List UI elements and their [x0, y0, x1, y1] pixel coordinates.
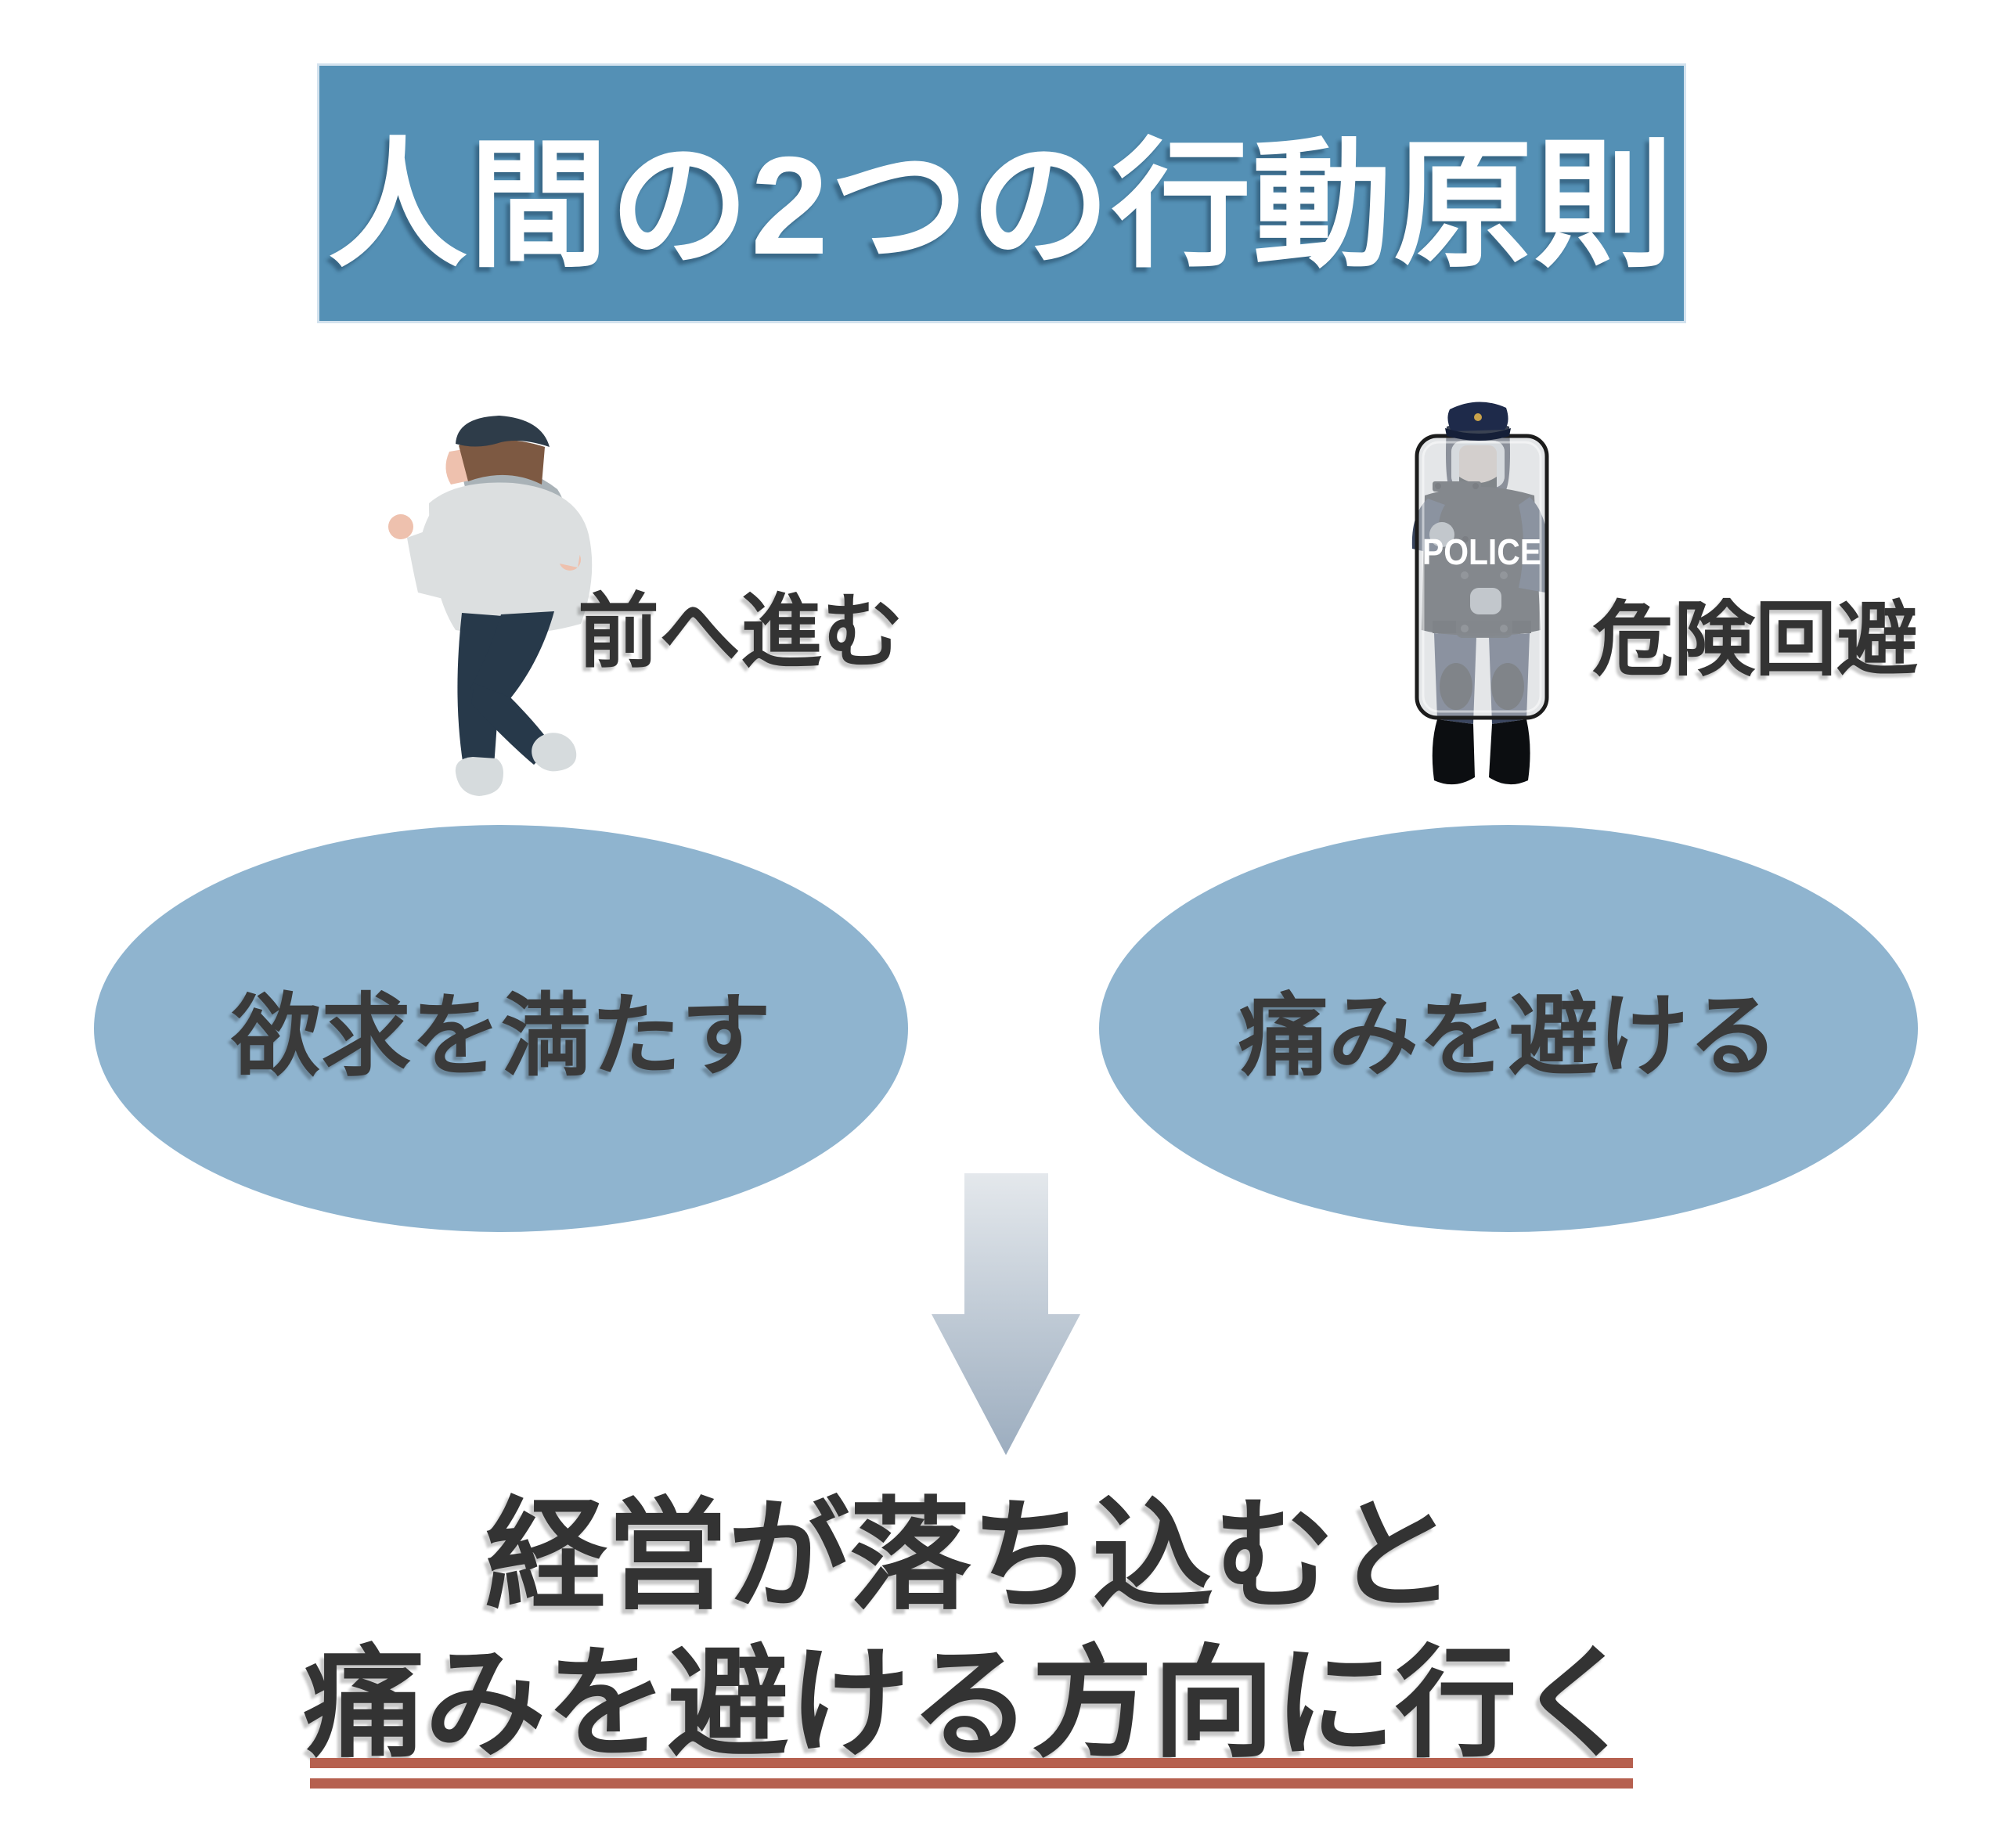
walking-person-icon — [388, 416, 593, 796]
title-banner: 人間の2つの行動原則 — [317, 63, 1686, 323]
riot-police-icon: POLICE — [1411, 402, 1549, 785]
avoidance-caption: 危険回避 — [1592, 595, 1919, 686]
conclusion-line-1: 経営が落ち込むと — [485, 1488, 1456, 1623]
pain-label: 痛みを避ける — [1238, 986, 1779, 1086]
desire-label: 欲求を満たす — [230, 986, 771, 1086]
red-underline-bottom — [310, 1778, 1633, 1789]
pain-ellipse: 痛みを避ける — [1099, 825, 1918, 1232]
red-underline-top — [310, 1758, 1633, 1768]
forward-caption: 前へ進む — [578, 587, 904, 678]
conclusion-text: 経営が落ち込むと 痛みを避ける方向に行く — [266, 1482, 1675, 1778]
conclusion-line-2: 痛みを避ける方向に行く — [303, 1636, 1638, 1772]
desire-ellipse: 欲求を満たす — [94, 825, 908, 1232]
page-title: 人間の2つの行動原則 — [328, 127, 1675, 283]
down-arrow-icon — [932, 1173, 1080, 1455]
shield-police-text: POLICE — [1422, 531, 1541, 572]
